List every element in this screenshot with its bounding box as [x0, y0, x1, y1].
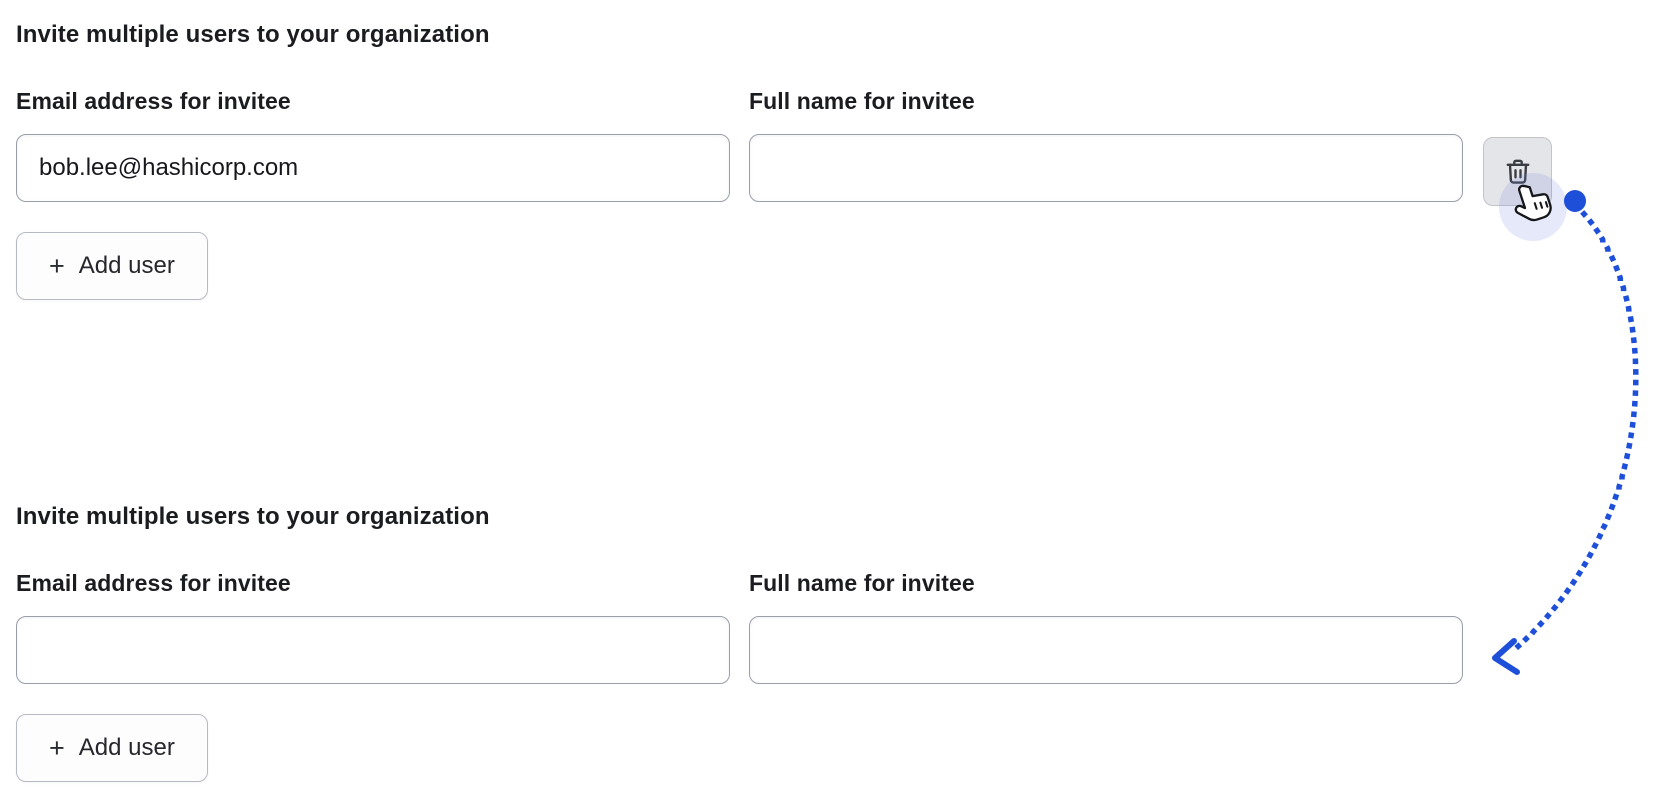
invite-form-after: Invite multiple users to your organizati… [16, 502, 1662, 782]
email-label: Email address for invitee [16, 88, 291, 114]
fullname-label: Full name for invitee [749, 570, 975, 596]
fullname-field-group: Full name for invitee [749, 86, 1463, 202]
fullname-label: Full name for invitee [749, 88, 975, 114]
invitee-row: Email address for invitee Full name for … [16, 568, 1662, 684]
trash-icon [1503, 157, 1533, 187]
plus-icon: + [49, 732, 65, 763]
email-label: Email address for invitee [16, 570, 291, 596]
add-user-label: Add user [78, 252, 175, 279]
add-user-button[interactable]: + Add user [16, 714, 208, 782]
delete-row-button[interactable] [1483, 137, 1552, 206]
email-input[interactable] [16, 616, 730, 684]
form-heading: Invite multiple users to your organizati… [16, 503, 490, 530]
add-user-button[interactable]: + Add user [16, 232, 208, 300]
plus-icon: + [49, 250, 65, 281]
add-user-label: Add user [78, 734, 175, 761]
email-input[interactable] [16, 134, 730, 202]
fullname-field-group: Full name for invitee [749, 568, 1463, 684]
form-heading: Invite multiple users to your organizati… [16, 21, 490, 48]
fullname-input[interactable] [749, 616, 1463, 684]
email-field-group: Email address for invitee [16, 568, 730, 684]
fullname-input[interactable] [749, 134, 1463, 202]
invitee-row: Email address for invitee Full name for … [16, 86, 1662, 206]
invite-form-before: Invite multiple users to your organizati… [16, 20, 1662, 300]
email-field-group: Email address for invitee [16, 86, 730, 202]
